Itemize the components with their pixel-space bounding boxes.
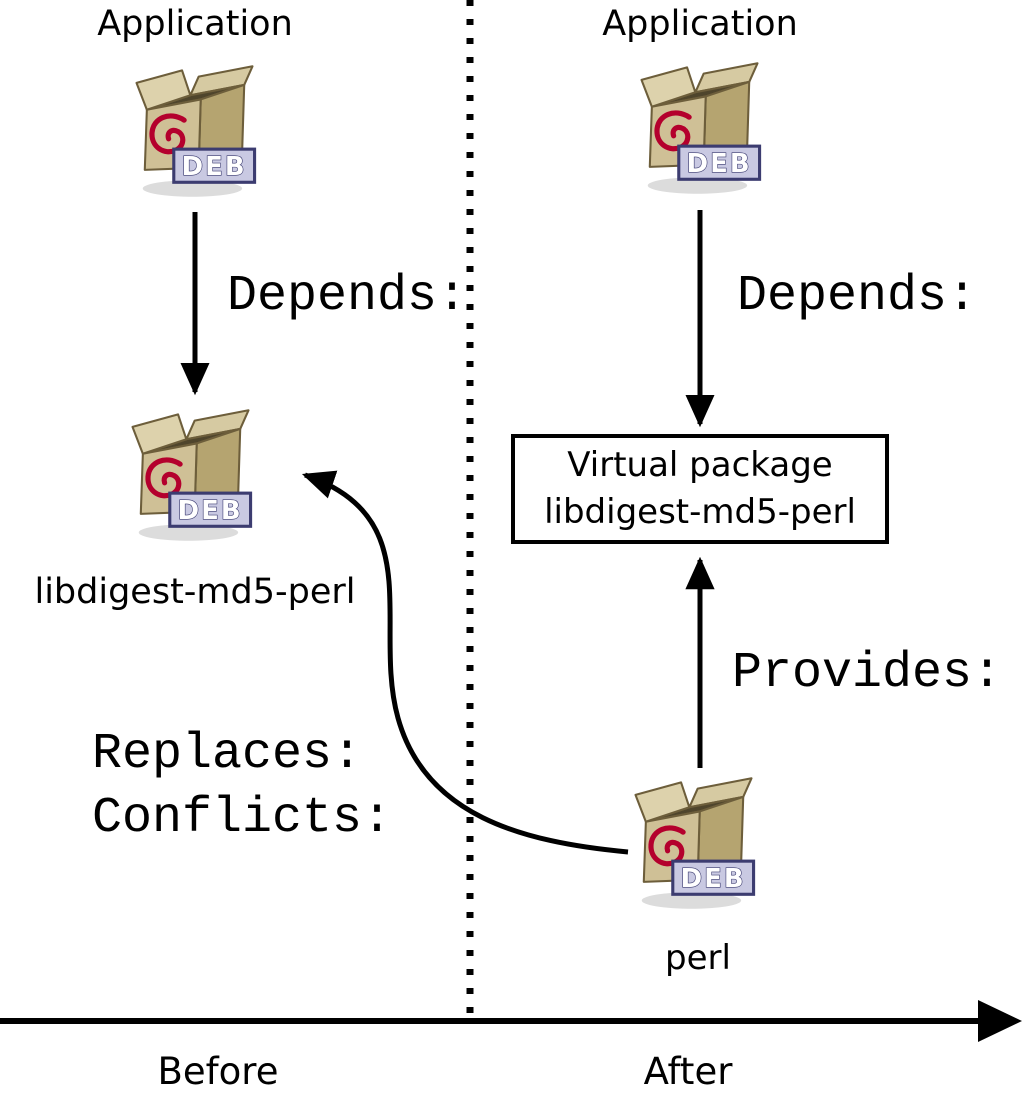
application-label-after: Application — [602, 4, 798, 44]
application-label-before: Application — [97, 4, 293, 44]
replaces-label: Replaces: — [92, 726, 363, 783]
virtual-package-line1: Virtual package — [567, 445, 833, 486]
depends-label-before: Depends: — [227, 268, 468, 325]
virtual-package-line2: libdigest-md5-perl — [544, 492, 856, 532]
replaces-conflicts-arrow — [301, 470, 629, 855]
application-package-icon-after — [627, 55, 772, 200]
before-label: Before — [157, 1050, 279, 1093]
perl-label: perl — [665, 938, 731, 978]
depends-label-after: Depends: — [737, 268, 978, 325]
package-label-libdigest: libdigest-md5-perl — [34, 572, 356, 612]
virtual-package-box: Virtual package libdigest-md5-perl — [511, 434, 889, 544]
conflicts-label: Conflicts: — [92, 790, 393, 847]
after-label: After — [643, 1050, 733, 1093]
timeline-arrowhead — [978, 1000, 1022, 1042]
provides-label: Provides: — [732, 645, 1003, 702]
package-icon-libdigest — [118, 402, 263, 547]
application-package-icon-before — [122, 58, 267, 203]
package-icon-perl — [621, 770, 766, 915]
